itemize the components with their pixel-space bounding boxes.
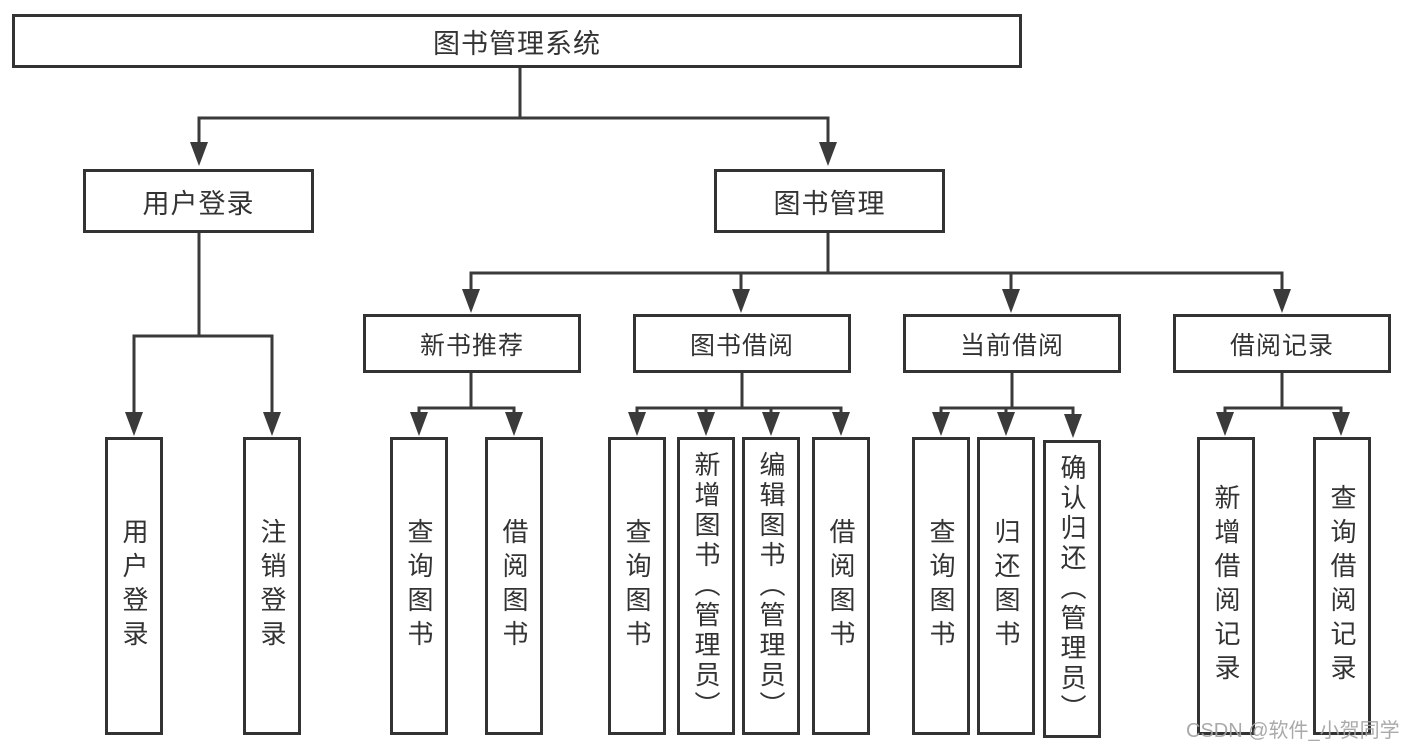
leaf-label: 确认归还（管理员） — [1057, 454, 1087, 724]
leaf-query-books-recommend: 查询图书 — [390, 437, 448, 735]
leaf-add-books-admin: 新增图书（管理员） — [677, 437, 735, 735]
node-book-management: 图书管理 — [714, 169, 945, 233]
node-current-borrowing: 当前借阅 — [903, 314, 1121, 373]
node-label: 用户登录 — [142, 188, 255, 219]
leaf-confirm-return-admin: 确认归还（管理员） — [1043, 440, 1101, 738]
node-label: 图书借阅 — [689, 331, 794, 360]
leaf-user-login: 用户登录 — [105, 437, 163, 735]
node-label: 图书管理 — [773, 188, 886, 219]
node-user-login: 用户登录 — [83, 169, 314, 233]
leaf-label: 借阅图书 — [826, 518, 856, 654]
watermark: CSDN @软件_小贺同学 — [1186, 720, 1400, 742]
leaf-label: 编辑图书（管理员） — [756, 451, 786, 721]
leaf-borrow-books-borrow: 借阅图书 — [812, 437, 870, 735]
arrowheads — [125, 142, 1350, 438]
leaf-borrow-books-recommend: 借阅图书 — [485, 437, 543, 735]
leaf-logout-login: 注销登录 — [243, 437, 301, 735]
node-label: 当前借阅 — [959, 331, 1064, 360]
node-borrowing-records: 借阅记录 — [1173, 314, 1391, 373]
leaf-label: 查询图书 — [622, 518, 652, 654]
leaf-label: 借阅图书 — [499, 518, 529, 654]
leaf-query-borrow-record: 查询借阅记录 — [1313, 437, 1371, 735]
leaf-return-books: 归还图书 — [977, 437, 1035, 735]
leaf-query-books-current: 查询图书 — [912, 437, 970, 735]
leaf-label: 查询图书 — [404, 518, 434, 654]
leaf-query-books-borrow: 查询图书 — [608, 437, 666, 735]
connector-paths — [132, 68, 1343, 430]
node-label: 新书推荐 — [419, 331, 524, 360]
leaf-label: 查询图书 — [926, 518, 956, 654]
leaf-label: 查询借阅记录 — [1327, 484, 1357, 688]
leaf-label: 用户登录 — [119, 518, 149, 654]
leaf-add-borrow-record: 新增借阅记录 — [1197, 437, 1255, 735]
leaf-label: 新增借阅记录 — [1211, 484, 1241, 688]
leaf-label: 新增图书（管理员） — [691, 451, 721, 721]
leaf-label: 注销登录 — [257, 518, 287, 654]
node-new-book-recommendation: 新书推荐 — [363, 314, 581, 373]
node-label: 图书管理系统 — [433, 28, 601, 59]
node-book-borrowing: 图书借阅 — [633, 314, 851, 373]
node-library-management-system: 图书管理系统 — [12, 14, 1022, 68]
leaf-label: 归还图书 — [991, 518, 1021, 654]
leaf-edit-books-admin: 编辑图书（管理员） — [742, 437, 800, 735]
node-label: 借阅记录 — [1229, 331, 1334, 360]
